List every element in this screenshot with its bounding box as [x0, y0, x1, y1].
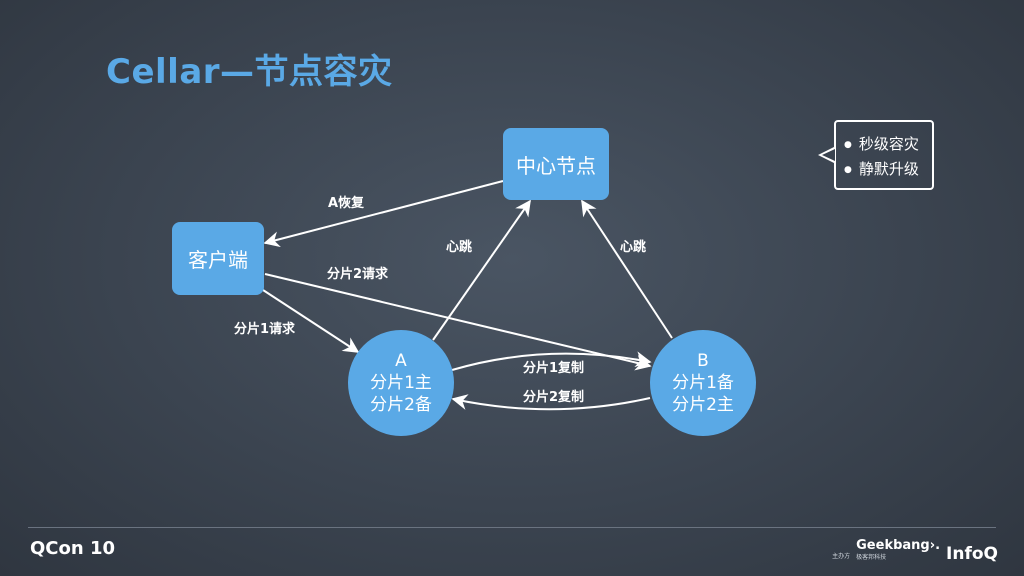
center-node: 中心节点	[503, 128, 609, 200]
edge-heartbeat-a	[432, 199, 531, 341]
node-a: A 分片1主 分片2备	[348, 330, 454, 436]
node-b: B 分片1备 分片2主	[650, 330, 756, 436]
geekbang-logo: Geekbang›. 极客邦科技	[856, 538, 941, 564]
callout-tail-fill	[822, 149, 835, 161]
label-shard1-request: 分片1请求	[234, 322, 296, 337]
client-node: 客户端	[172, 222, 264, 295]
label-a-recover: A恢复	[328, 196, 365, 211]
label-shard1-copy: 分片1复制	[523, 361, 585, 376]
label-shard2-request: 分片2请求	[327, 267, 389, 282]
node-a-name: A	[395, 351, 407, 371]
geekbang-text: Geekbang›.	[856, 538, 941, 553]
callout-item: 静默升级	[844, 157, 932, 182]
label-shard2-copy: 分片2复制	[523, 390, 585, 405]
node-b-name: B	[697, 351, 709, 371]
edge-shard2-copy	[451, 394, 651, 411]
callout-item: 秒级容灾	[844, 132, 932, 157]
sponsor-logos: 主办方 Geekbang›. 极客邦科技 InfoQ	[832, 538, 998, 564]
feature-callout: 秒级容灾 静默升级	[834, 120, 934, 190]
edge-a-recover	[263, 180, 504, 248]
label-heartbeat-a: 心跳	[446, 240, 473, 255]
edge-shard2-request	[264, 273, 652, 371]
slide-title: Cellar—节点容灾	[106, 52, 393, 92]
qcon-logo: QCon 10	[30, 538, 116, 559]
footer-divider	[28, 527, 996, 528]
node-a-shard2: 分片2备	[370, 395, 432, 415]
edge-heartbeat-b	[581, 199, 673, 339]
host-label: 主办方	[832, 553, 851, 560]
infoq-logo: InfoQ	[946, 544, 998, 564]
label-heartbeat-b: 心跳	[620, 240, 647, 255]
node-a-shard1: 分片1主	[370, 373, 432, 393]
edge-shard1-request	[262, 289, 360, 353]
geekbang-subtext: 极客邦科技	[856, 554, 887, 561]
edge-shard1-copy	[451, 351, 652, 371]
node-b-shard2: 分片2主	[672, 395, 734, 415]
node-b-shard1: 分片1备	[672, 373, 734, 393]
